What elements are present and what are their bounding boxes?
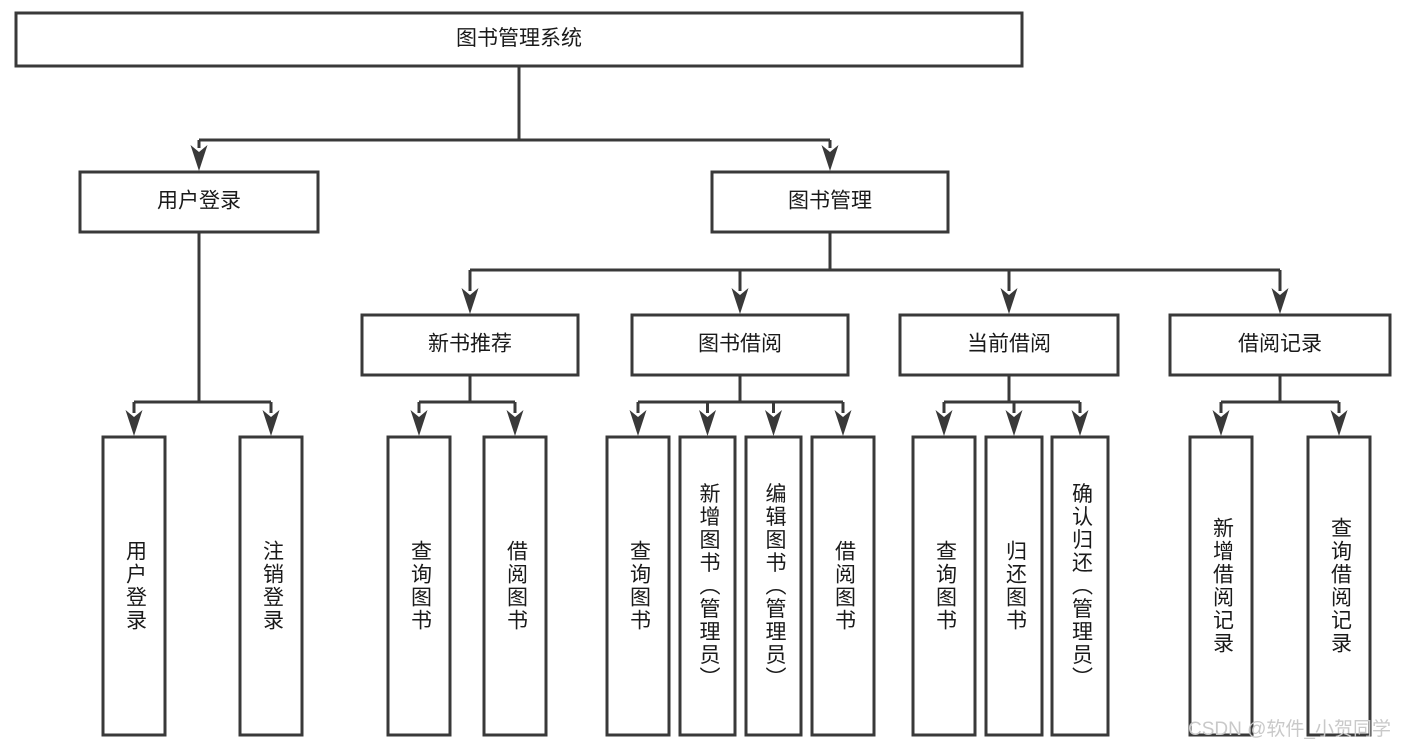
node-borrow-record[interactable]: 借阅记录	[1168, 313, 1392, 377]
node-book-manage[interactable]: 图书管理	[710, 170, 950, 234]
connector-group-root	[190, 66, 839, 171]
node-box	[238, 435, 304, 737]
node-leaf-edit-book[interactable]: 编辑图书（管理员）	[744, 435, 803, 737]
node-leaf-borrow-book-1[interactable]: 借阅图书	[482, 435, 548, 737]
node-label: 图书借阅	[698, 333, 782, 356]
arrow-head-icon	[834, 410, 852, 436]
arrow-head-icon	[699, 410, 716, 436]
connector-group-book-manage	[461, 232, 1289, 314]
node-box	[14, 11, 1024, 68]
node-box	[1168, 313, 1392, 377]
arrow-head-icon	[629, 410, 647, 436]
connector-group-borrow-record	[1212, 375, 1348, 436]
node-box	[78, 170, 320, 234]
node-label: 用户登录	[123, 540, 147, 632]
node-leaf-query-book-1[interactable]: 查询图书	[386, 435, 452, 737]
node-box	[1050, 435, 1110, 737]
arrow-head-icon	[461, 288, 479, 314]
node-label: 查询图书	[627, 540, 651, 632]
node-box	[911, 435, 977, 737]
node-box	[810, 435, 876, 737]
arrow-head-icon	[190, 145, 208, 171]
node-box	[1188, 435, 1254, 737]
node-box	[1306, 435, 1372, 737]
arrow-head-icon	[821, 145, 839, 171]
node-leaf-confirm-return[interactable]: 确认归还（管理员）	[1050, 435, 1110, 737]
node-leaf-query-book-2[interactable]: 查询图书	[605, 435, 671, 737]
node-box	[386, 435, 452, 737]
node-leaf-query-book-3[interactable]: 查询图书	[911, 435, 977, 737]
node-label: 编辑图书（管理员）	[763, 483, 787, 690]
node-user-login[interactable]: 用户登录	[78, 170, 320, 234]
node-label: 借阅图书	[832, 540, 856, 632]
node-leaf-borrow-book-2[interactable]: 借阅图书	[810, 435, 876, 737]
connector-group-user-login	[125, 232, 280, 436]
node-leaf-return-book[interactable]: 归还图书	[984, 435, 1044, 737]
node-box	[605, 435, 671, 737]
arrow-head-icon	[731, 288, 749, 314]
arrow-head-icon	[1000, 288, 1018, 314]
connector-group-new-book-rec	[410, 375, 524, 436]
node-label: 图书管理	[788, 190, 872, 213]
connector-group-book-borrow	[629, 375, 852, 436]
node-leaf-add-book[interactable]: 新增图书（管理员）	[678, 435, 737, 737]
node-label: 借阅图书	[504, 540, 528, 632]
node-root[interactable]: 图书管理系统	[14, 11, 1024, 68]
node-box	[482, 435, 548, 737]
node-label: 查询图书	[933, 540, 957, 632]
node-label: 注销登录	[260, 540, 284, 632]
node-book-borrow[interactable]: 图书借阅	[630, 313, 850, 377]
node-box	[360, 313, 580, 377]
node-label: 新增借阅记录	[1210, 517, 1234, 655]
node-box	[710, 170, 950, 234]
arrow-head-icon	[1330, 410, 1348, 436]
node-box	[744, 435, 803, 737]
node-label: 借阅记录	[1238, 333, 1322, 356]
node-box	[678, 435, 737, 737]
node-leaf-logout[interactable]: 注销登录	[238, 435, 304, 737]
node-leaf-add-record[interactable]: 新增借阅记录	[1188, 435, 1254, 737]
node-current-borrow[interactable]: 当前借阅	[898, 313, 1120, 377]
connector-group-current-borrow	[935, 375, 1089, 436]
node-layer: 图书管理系统用户登录图书管理新书推荐图书借阅当前借阅借阅记录用户登录注销登录查询…	[14, 11, 1392, 737]
arrow-head-icon	[410, 410, 428, 436]
node-label: 新书推荐	[428, 333, 512, 356]
arrow-head-icon	[935, 410, 953, 436]
arrow-head-icon	[1071, 410, 1089, 436]
arrow-head-icon	[506, 410, 524, 436]
node-label: 确认归还（管理员）	[1069, 483, 1093, 690]
arrow-head-icon	[1271, 288, 1289, 314]
node-label: 用户登录	[157, 190, 241, 213]
arrow-head-icon	[1005, 410, 1023, 436]
node-box	[101, 435, 167, 737]
node-label: 查询图书	[408, 540, 432, 632]
node-label: 查询借阅记录	[1328, 517, 1352, 655]
node-label: 新增图书（管理员）	[697, 483, 721, 690]
node-new-book-rec[interactable]: 新书推荐	[360, 313, 580, 377]
node-label: 图书管理系统	[456, 27, 582, 50]
node-box	[984, 435, 1044, 737]
node-box	[898, 313, 1120, 377]
node-box	[630, 313, 850, 377]
arrow-head-icon	[125, 410, 143, 436]
connector-layer	[125, 66, 1348, 436]
node-leaf-user-login[interactable]: 用户登录	[101, 435, 167, 737]
arrow-head-icon	[765, 410, 782, 436]
arrow-head-icon	[1212, 410, 1230, 436]
arrow-head-icon	[262, 410, 280, 436]
node-label: 当前借阅	[967, 333, 1051, 356]
node-label: 归还图书	[1003, 540, 1027, 632]
node-leaf-query-record[interactable]: 查询借阅记录	[1306, 435, 1372, 737]
